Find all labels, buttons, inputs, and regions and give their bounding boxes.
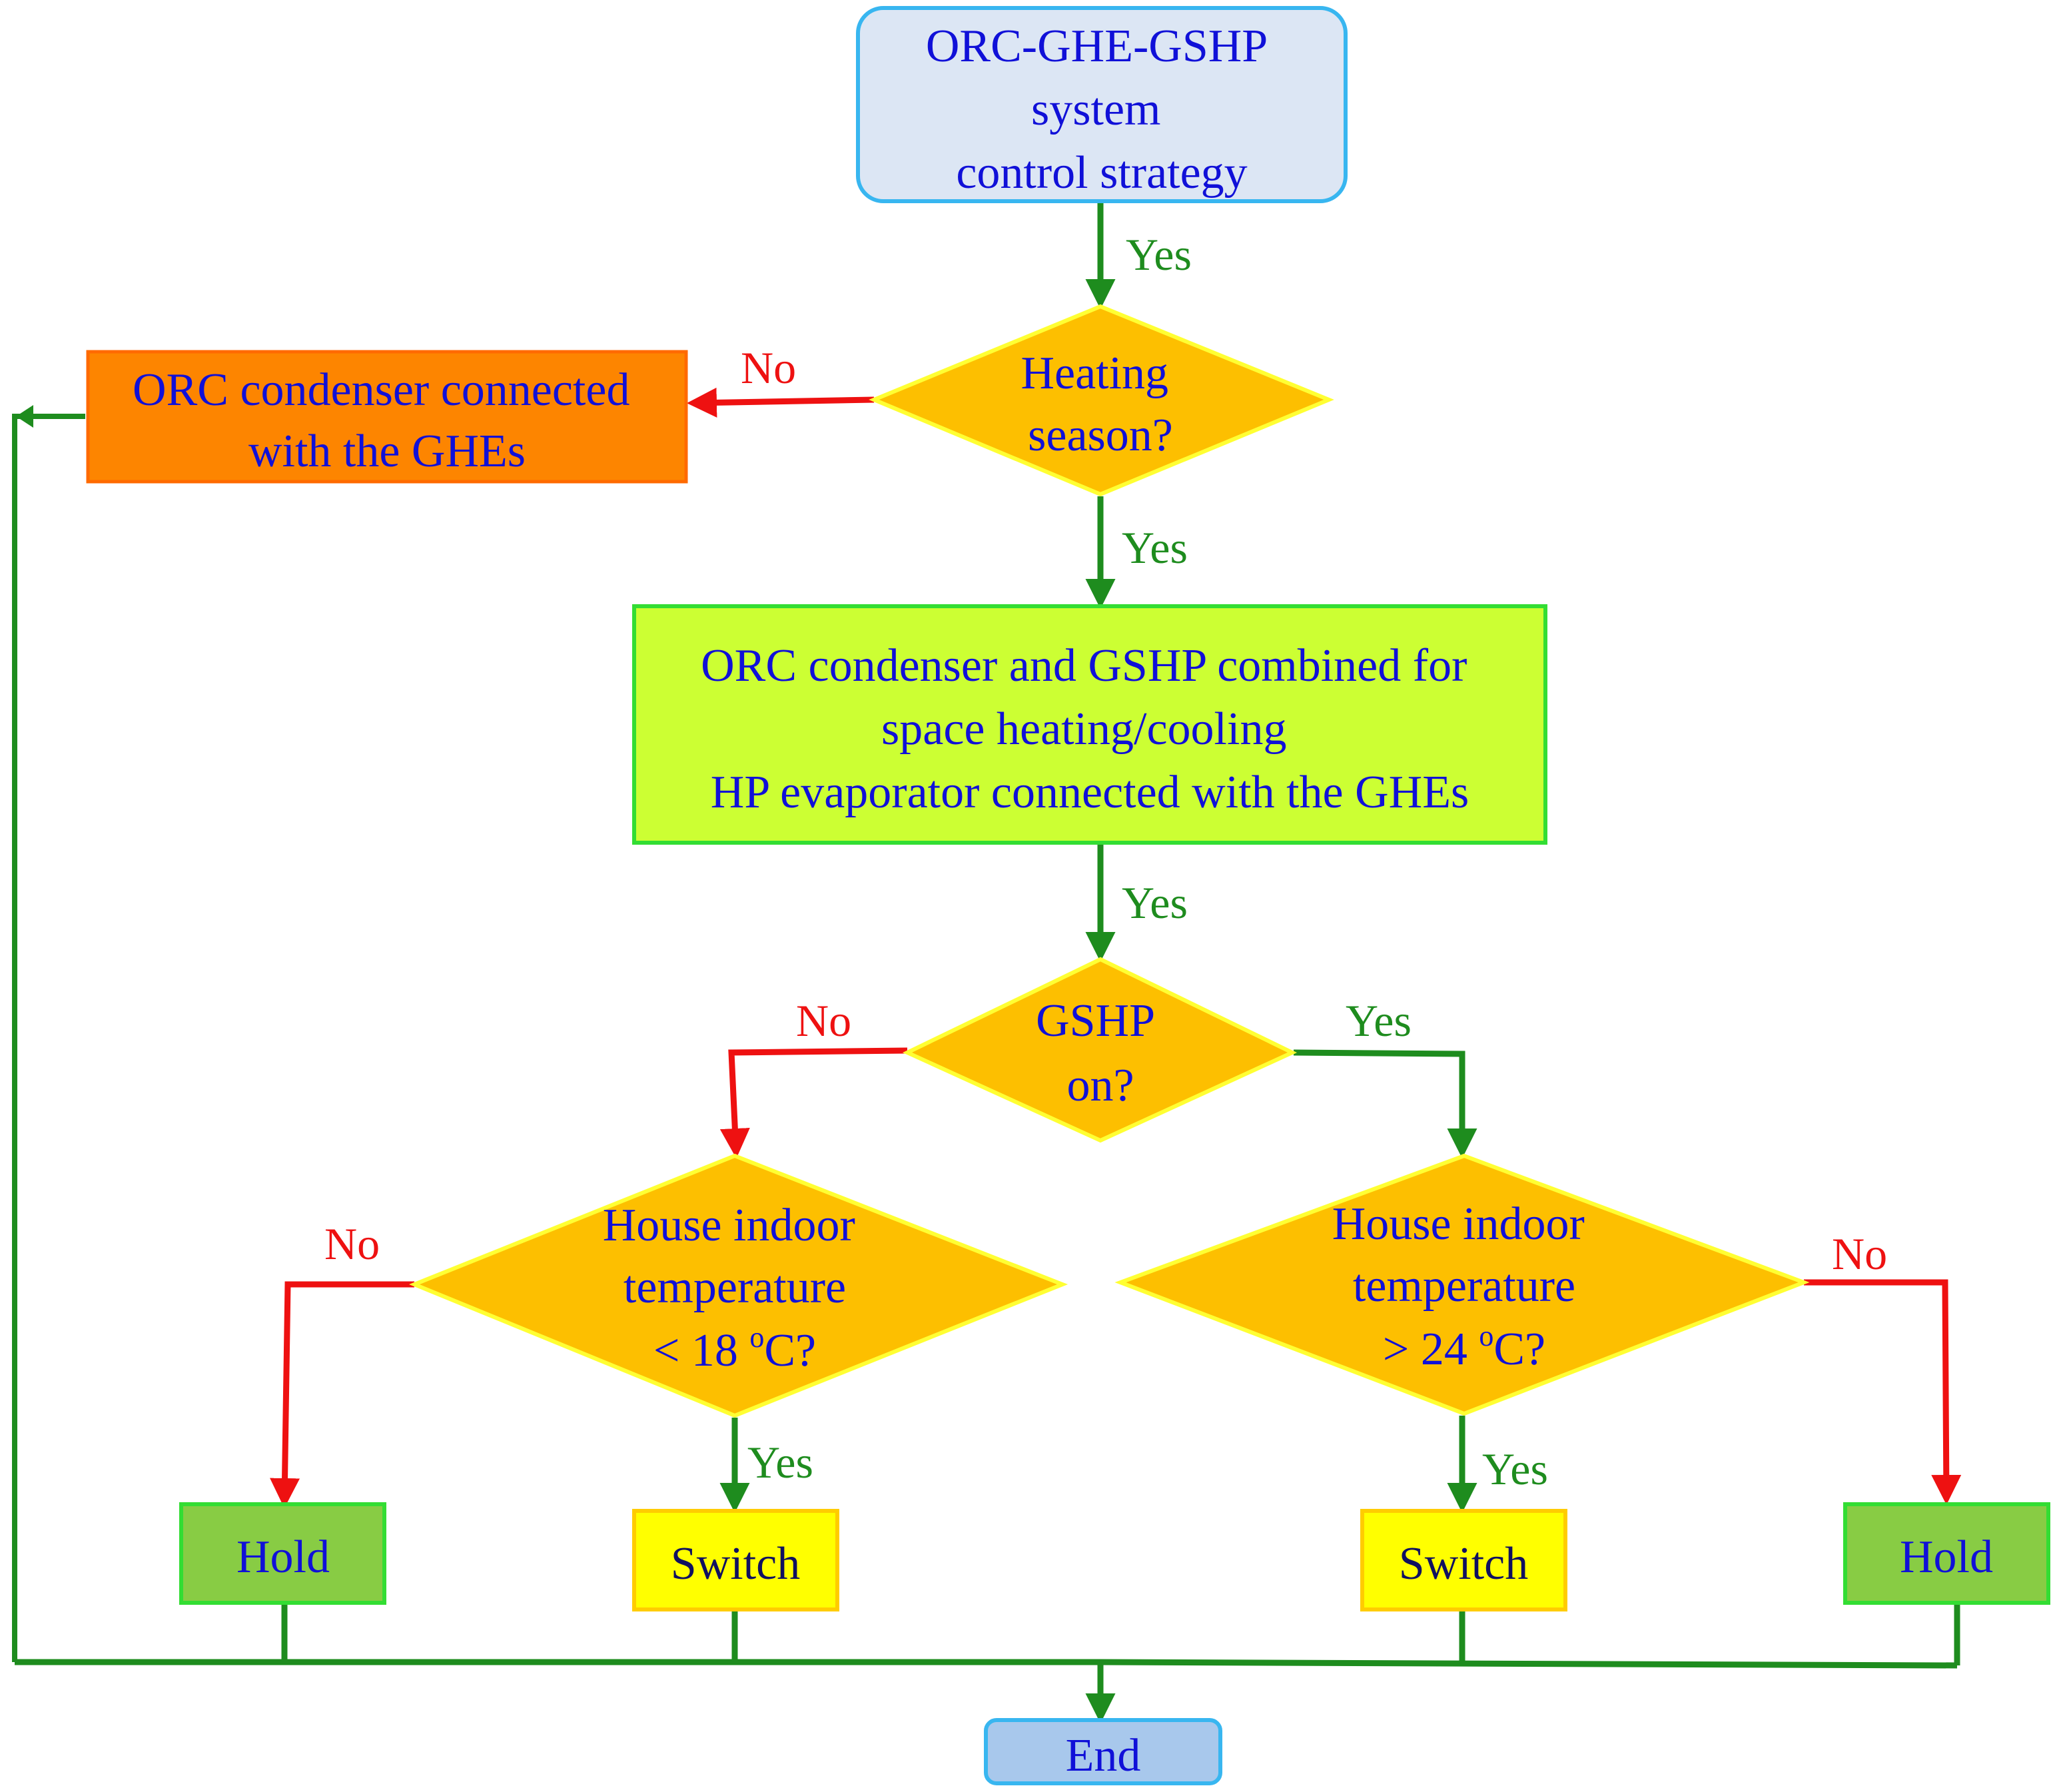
svg-text:< 18 oC?: < 18 oC?: [653, 1321, 816, 1376]
left-temp-line-2: temperature: [623, 1262, 846, 1313]
right-temp-line-4: C?: [1493, 1324, 1545, 1375]
edge-heating-to-orc: [687, 387, 875, 418]
combined-heating-box: ORC condenser and GSHP combined for spac…: [632, 604, 1547, 845]
combined-line-2: space heating/cooling: [881, 703, 1286, 755]
combined-line-3: HP evaporator connected with the GHEs: [711, 767, 1469, 818]
start-line-2: system: [1031, 84, 1160, 135]
switch-left-label: Switch: [671, 1538, 800, 1589]
svg-text:ORC condenser and GSHP combine: ORC condenser and GSHP combined for spac…: [701, 640, 1479, 818]
orc-line-2: with the GHEs: [248, 426, 526, 477]
label-no-left-temp: No: [324, 1218, 380, 1269]
right-temp-line-2: temperature: [1353, 1260, 1575, 1312]
return-loop: [12, 414, 85, 1662]
hold-left-box: Hold: [179, 1502, 386, 1605]
svg-text:House indoor temperature: House indoor temperature: [603, 1200, 867, 1313]
left-temp-line-3: < 18: [653, 1325, 749, 1376]
svg-text:GSHP on?: GSHP on?: [1036, 995, 1165, 1111]
edge-right-temp-to-hold: [1804, 1279, 1962, 1505]
edge-labels: Yes No Yes Yes No Yes No Yes Yes No: [324, 229, 1887, 1494]
switch-right-box: Switch: [1360, 1509, 1567, 1611]
svg-text:ORC condenser connected: ORC condenser connected with the GHEs: [133, 364, 641, 477]
svg-text:ORC-GHE-GSHP system: ORC-GHE-GSHP system control strategy: [926, 21, 1278, 199]
label-yes-start: Yes: [1126, 229, 1192, 280]
heating-season-decision: Heating season?: [869, 304, 1334, 497]
switch-right-label: Switch: [1399, 1538, 1528, 1589]
left-temp-line-1: House indoor: [603, 1200, 855, 1251]
hold-right-label: Hold: [1900, 1532, 1993, 1583]
heating-line-1: Heating: [1021, 348, 1168, 399]
left-temperature-decision: House indoor temperature < 18 oC?: [409, 1153, 1068, 1418]
start-line-1: ORC-GHE-GSHP: [926, 21, 1266, 72]
edge-gshp-to-left-temp: [719, 1047, 908, 1158]
label-yes-combined: Yes: [1122, 877, 1188, 928]
gshp-line-2: on?: [1066, 1060, 1134, 1111]
svg-text:> 24 oC?: > 24 oC?: [1383, 1320, 1545, 1375]
label-yes-right-temp: Yes: [1482, 1444, 1548, 1494]
label-no-right-temp: No: [1832, 1228, 1887, 1279]
gshp-on-decision: GSHP on?: [902, 957, 1298, 1143]
edge-gshp-to-right-temp: [1293, 1049, 1477, 1158]
switch-left-box: Switch: [632, 1509, 839, 1611]
gshp-line-1: GSHP: [1036, 995, 1154, 1047]
end-label: End: [1066, 1730, 1141, 1781]
right-temperature-decision: House indoor temperature > 24 oC?: [1114, 1153, 1810, 1416]
label-yes-left-temp: Yes: [747, 1437, 813, 1488]
svg-text:Heating season?: Heating season?: [1021, 348, 1180, 461]
left-temp-degree-sup: o: [749, 1321, 764, 1354]
start-node: ORC-GHE-GSHP system control strategy: [856, 6, 1348, 203]
collector-bus: [15, 1659, 1958, 1669]
svg-text:House indoor temperature: House indoor temperature: [1332, 1198, 1597, 1312]
return-loop-arrowhead: [16, 405, 33, 428]
left-temp-line-4: C?: [764, 1325, 816, 1376]
edge-left-temp-to-hold: [270, 1281, 414, 1508]
heating-line-2: season?: [1028, 410, 1173, 461]
end-node: End: [984, 1718, 1222, 1785]
label-no-heating: No: [741, 342, 796, 393]
connectors: [12, 203, 1962, 1723]
label-yes-gshp: Yes: [1346, 995, 1412, 1046]
label-yes-heating: Yes: [1122, 522, 1188, 573]
orc-line-1: ORC condenser connected: [133, 364, 629, 416]
right-temp-line-1: House indoor: [1332, 1198, 1585, 1250]
orc-condenser-ghe-box: ORC condenser connected with the GHEs: [86, 350, 688, 484]
right-temp-line-3: > 24: [1383, 1324, 1479, 1375]
hold-right-box: Hold: [1843, 1502, 2050, 1605]
hold-left-label: Hold: [236, 1532, 330, 1583]
start-line-3: control strategy: [956, 147, 1247, 199]
label-no-gshp: No: [796, 995, 851, 1046]
combined-line-1: ORC condenser and GSHP combined for: [701, 640, 1467, 691]
right-temp-degree-sup: o: [1479, 1320, 1493, 1352]
